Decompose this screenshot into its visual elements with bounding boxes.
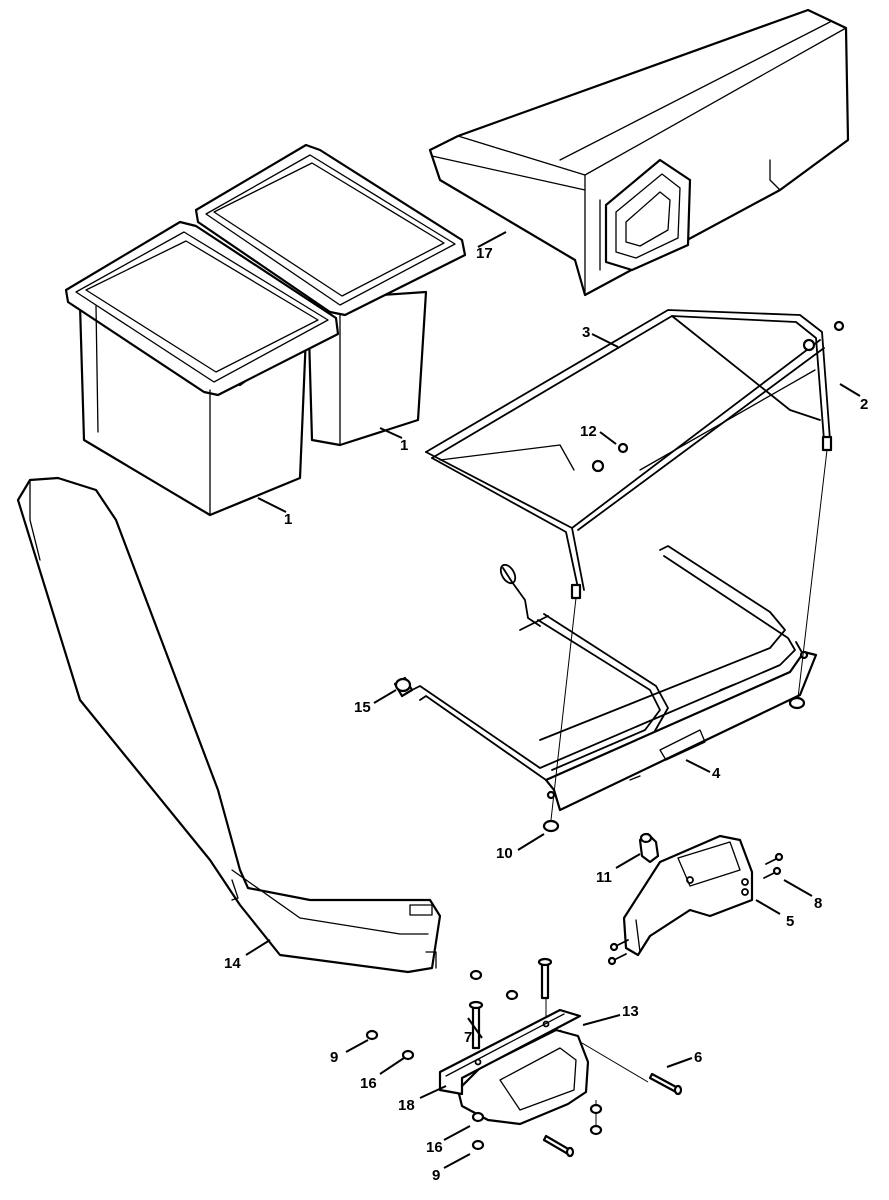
callout-5: 5: [786, 913, 794, 930]
part-8-screws: [607, 852, 784, 966]
callout-3: 3: [582, 324, 590, 341]
part-3-upper-frame: [425, 309, 831, 591]
callout-13: 13: [622, 1003, 639, 1020]
callout-7: 7: [464, 1029, 472, 1046]
callout-8: 8: [814, 895, 822, 912]
cover-chute-opening: [604, 158, 692, 272]
part-2-nut: [802, 320, 845, 352]
part-17-cover: [428, 8, 850, 297]
part-1-bucket-front: [64, 220, 340, 517]
callout-14: 14: [224, 955, 241, 972]
leader-lines: [245, 231, 861, 1169]
part-15-cap: [393, 676, 414, 698]
part-2-bolts: [570, 435, 833, 600]
part-7-bolts: [468, 957, 553, 1050]
callout-15: 15: [354, 699, 371, 716]
callout-9-bottom: 9: [432, 1167, 440, 1184]
callout-6: 6: [694, 1049, 702, 1066]
part-9-nuts: [365, 969, 603, 1151]
callout-18: 18: [398, 1097, 415, 1114]
part-6-bolts: [542, 1072, 683, 1158]
part-11-knob: [638, 832, 660, 864]
part-10-nuts: [542, 650, 809, 833]
callout-10: 10: [496, 845, 513, 862]
part-16-washers: [401, 989, 603, 1123]
callout-11: 11: [596, 869, 612, 886]
callout-2: 2: [860, 396, 868, 413]
callout-16-top: 16: [360, 1075, 377, 1092]
callout-1-front: 1: [284, 511, 292, 528]
part-5-bracket: [622, 834, 754, 957]
part-14-chute: [16, 476, 442, 974]
callout-labels: 17 3 2 12 1 1 15 4 10 11 8 5 14 13 7 6 9…: [224, 245, 868, 1184]
callout-16-bottom: 16: [426, 1139, 443, 1156]
part-18-bracket: [438, 1008, 582, 1096]
callout-1-back: 1: [400, 437, 408, 454]
part-4-lower-frame: [411, 545, 818, 812]
callout-17: 17: [476, 245, 493, 262]
callout-4: 4: [712, 765, 721, 782]
callout-12: 12: [580, 423, 597, 440]
callout-9-top: 9: [330, 1049, 338, 1066]
part-12-pin: [591, 442, 629, 473]
